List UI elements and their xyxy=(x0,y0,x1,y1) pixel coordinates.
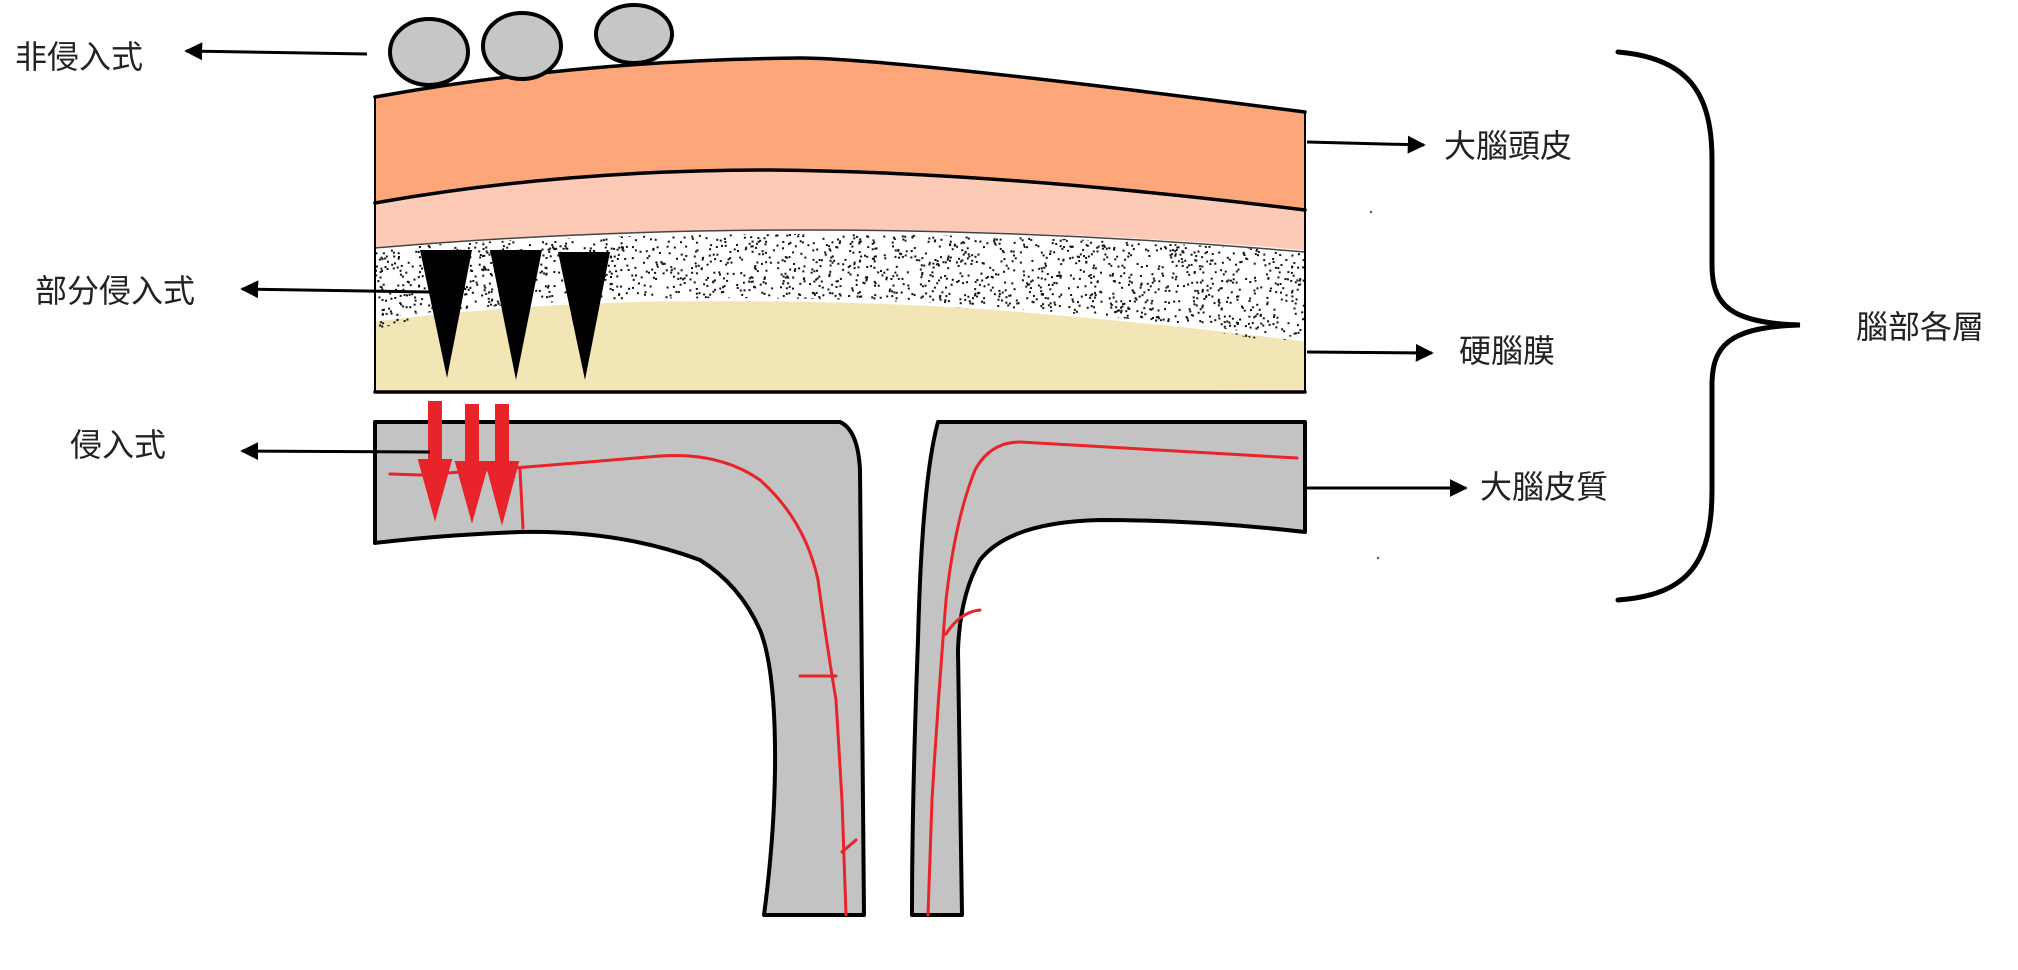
label-arrows xyxy=(184,42,1468,497)
surface-electrode-1 xyxy=(388,17,470,87)
diagram-labels: 非侵入式 部分侵入式 侵入式 大腦頭皮 硬腦膜 大腦皮質 腦部各層 xyxy=(15,38,1984,506)
vessel-right-branch xyxy=(944,608,982,636)
scalp-layer xyxy=(375,58,1305,210)
stray-dot xyxy=(1369,210,1373,214)
partially-invasive-electrodes xyxy=(420,250,610,380)
label-brain-layers: 腦部各層 xyxy=(1856,308,1984,346)
pink-tissue-layer xyxy=(375,170,1305,250)
cortex-left-lobe xyxy=(373,420,866,917)
vessel-right-main xyxy=(926,440,1299,917)
blood-vessels xyxy=(388,440,1299,917)
partial-electrode-1 xyxy=(420,250,472,378)
vessel-left-branch-low xyxy=(840,838,858,854)
label-invasive: 侵入式 xyxy=(70,426,166,464)
vessel-left-main xyxy=(388,454,848,917)
layers-curly-brace xyxy=(1615,49,1801,603)
label-cortex: 大腦皮質 xyxy=(1480,468,1608,506)
invasive-electrode-2 xyxy=(454,404,490,524)
arrow-non-invasive xyxy=(184,42,368,61)
label-non-invasive: 非侵入式 xyxy=(15,38,143,76)
arrow-dura-mater xyxy=(1306,343,1434,362)
arrow-invasive xyxy=(240,442,431,461)
cortex-right-lobe xyxy=(910,420,1307,917)
arrow-scalp xyxy=(1306,135,1426,154)
dura-mater-layer xyxy=(375,299,1305,392)
cortex-shape xyxy=(373,420,1307,917)
surface-electrode-2 xyxy=(481,11,563,81)
pink-bottom-outline xyxy=(374,229,1306,253)
vessel-left-branch-upper xyxy=(518,468,525,530)
surface-electrode-3 xyxy=(594,3,674,65)
partial-electrode-2 xyxy=(490,250,542,380)
arrow-partially-invasive xyxy=(240,280,431,299)
label-scalp: 大腦頭皮 xyxy=(1444,127,1572,165)
stray-dot xyxy=(1376,556,1380,560)
label-dura-mater: 硬腦膜 xyxy=(1459,332,1555,370)
scalp-bottom-outline xyxy=(373,168,1307,212)
partial-electrode-3 xyxy=(558,252,610,380)
invasive-electrode-1 xyxy=(417,401,453,522)
non-invasive-electrodes xyxy=(388,3,674,87)
invasive-electrodes xyxy=(417,401,520,526)
label-partially-invasive: 部分侵入式 xyxy=(35,272,195,310)
invasive-electrode-3 xyxy=(484,404,520,526)
